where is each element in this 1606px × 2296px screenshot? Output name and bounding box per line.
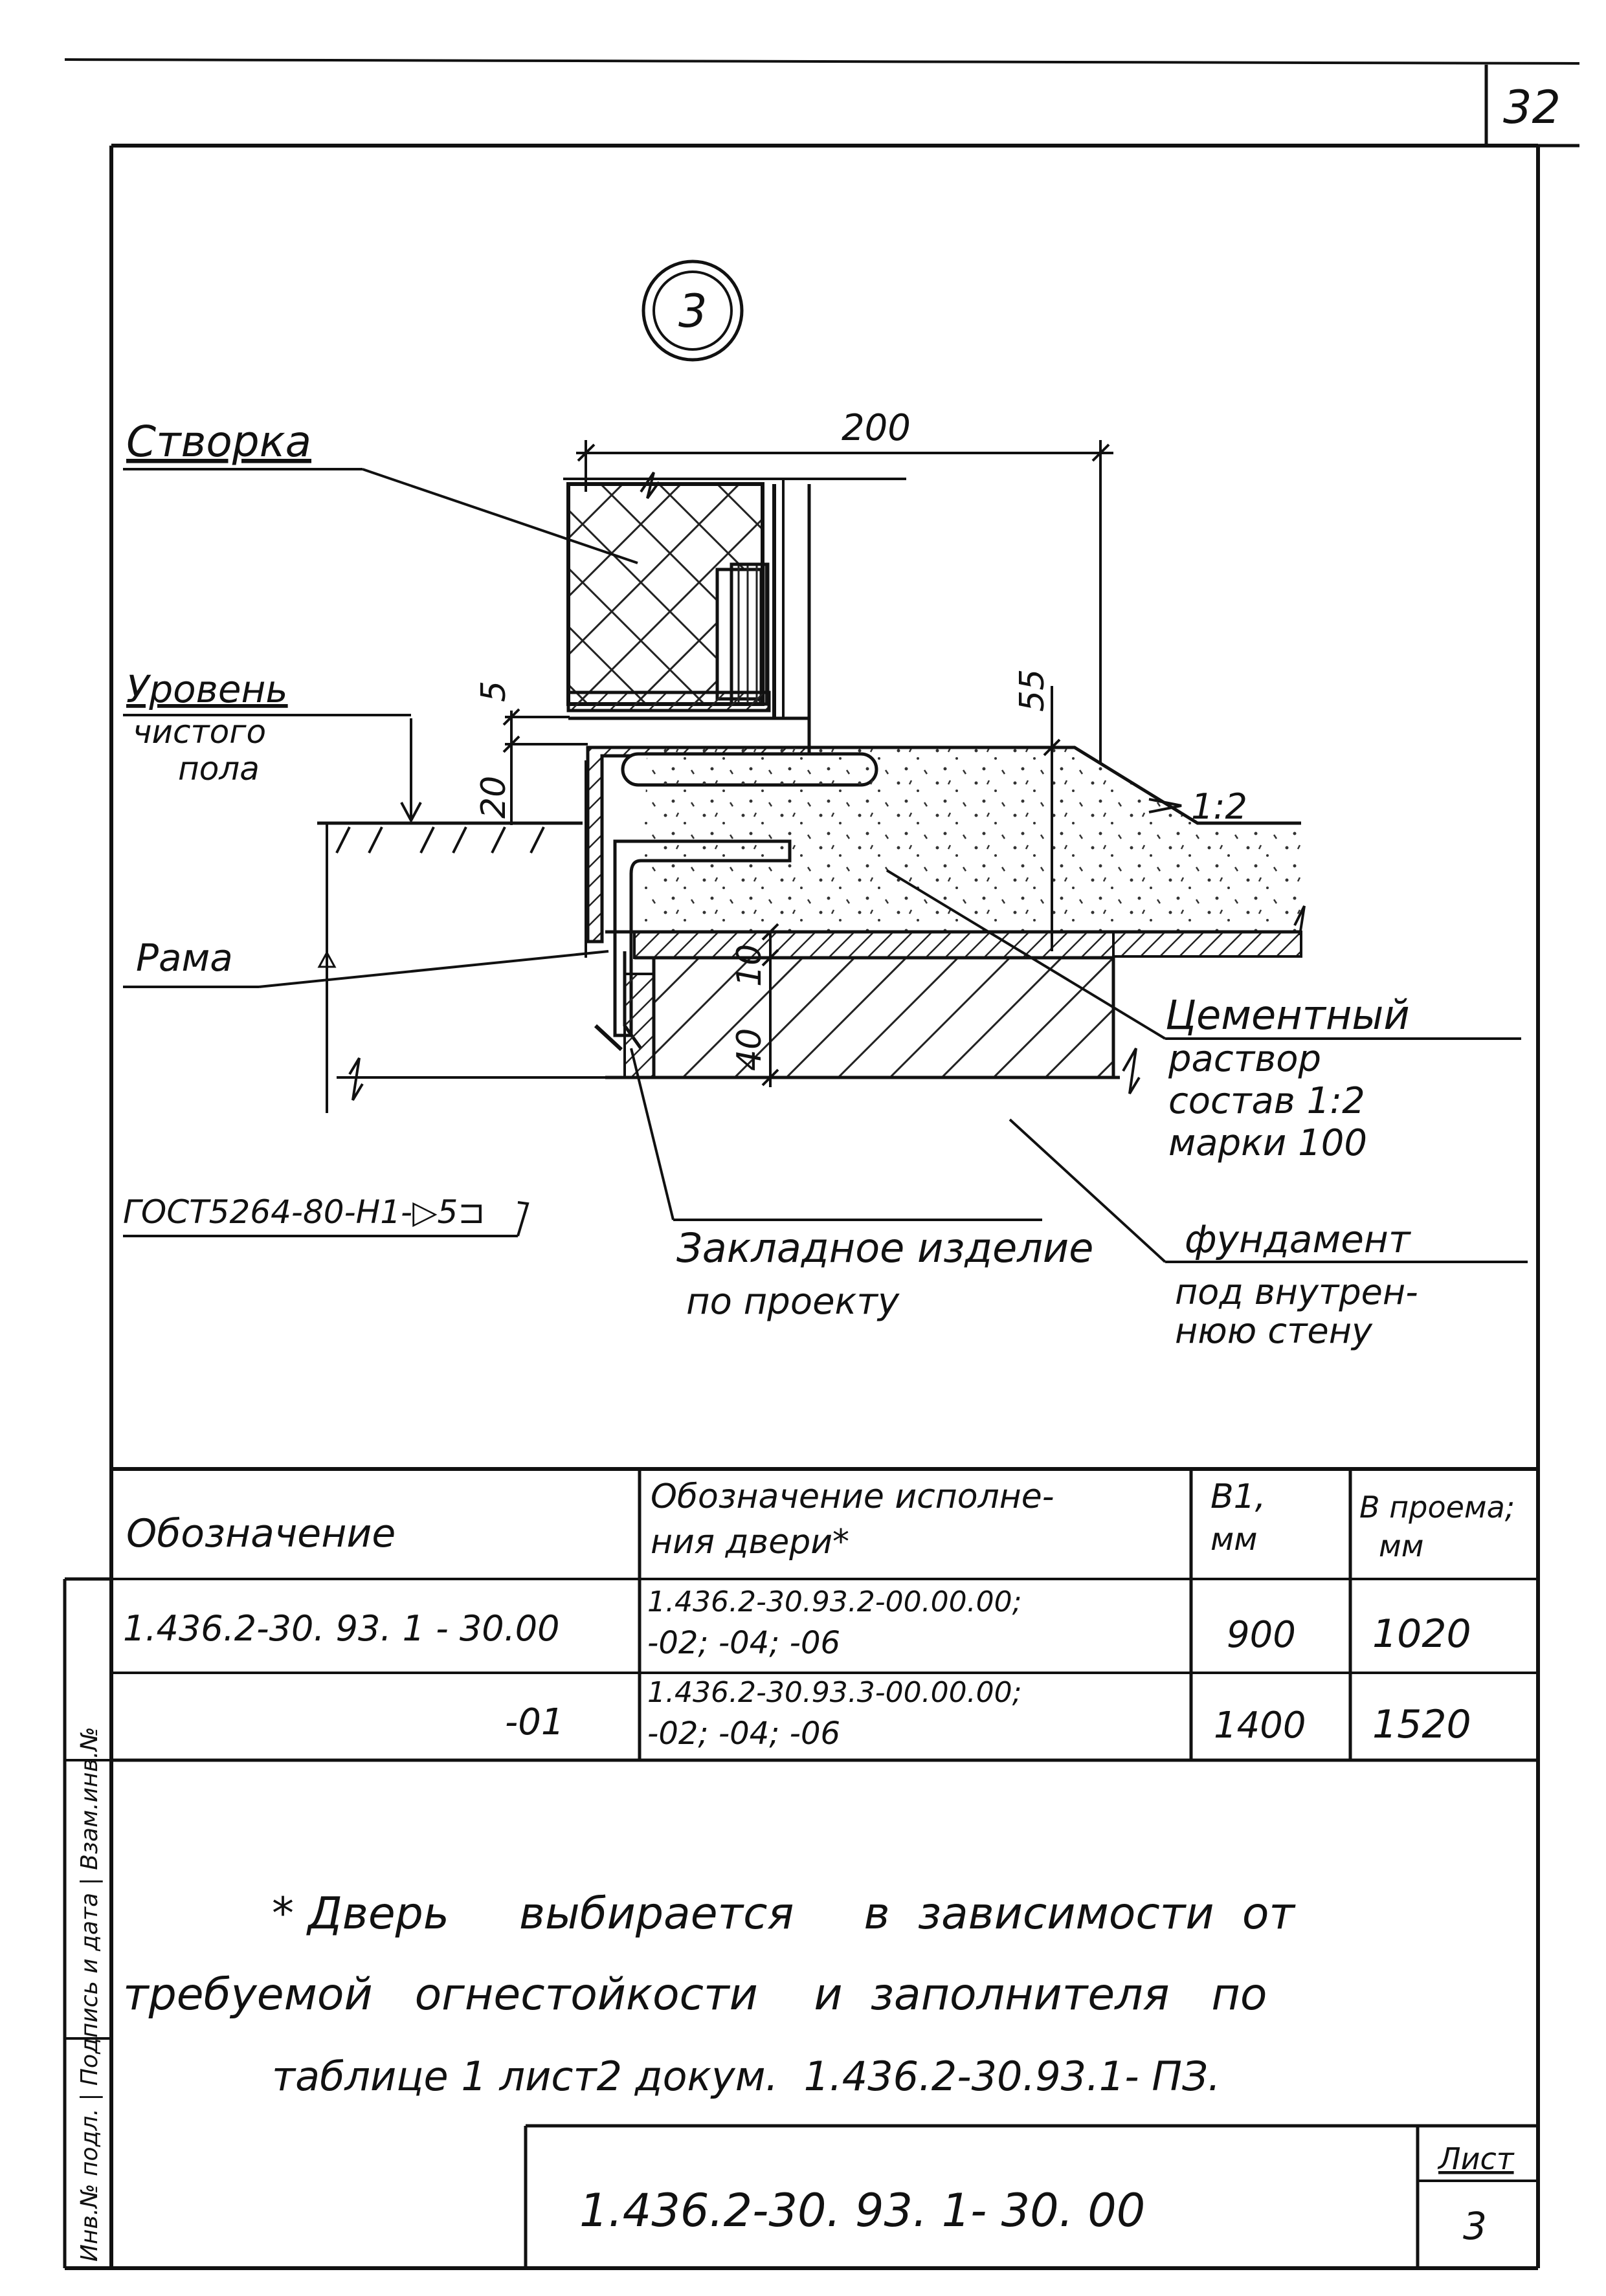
row2-variant-1: 1.436.2-30.93.3-00.00.00; [647,1676,1021,1709]
foundation [605,956,1120,1079]
th-designation: Обозначение [126,1511,396,1556]
detail-marker-icon [641,259,744,362]
note-line-1: * Дверь выбирается в зависимости от [272,1888,1296,1939]
page-number: 32 [1503,81,1561,134]
label-cement-4: марки 100 [1168,1122,1367,1164]
row2-b1: 1400 [1214,1705,1306,1747]
dim-height: 55 [1013,669,1052,712]
label-rama: Рама [136,936,233,980]
drawing-labels: 32 3 Створка Уровень чистого пола Рама 2… [76,81,1561,2262]
frame [63,58,1580,2270]
row1-opening: 1020 [1372,1611,1471,1657]
list-number: 3 [1463,2204,1487,2248]
list-label: Лист [1437,2141,1515,2176]
note-line-3: таблице 1 лист2 докум. 1.436.2-30.93.1- … [272,2053,1220,2100]
row1-variant-2: -02; -04; -06 [647,1625,840,1661]
row2-variant-2: -02; -04; -06 [647,1716,840,1752]
row1-designation: 1.436.2-30. 93. 1 - 30.00 [123,1608,559,1649]
row2-designation: -01 [505,1701,564,1743]
row1-variant-1: 1.436.2-30.93.2-00.00.00; [647,1585,1021,1618]
floor-level [123,714,605,1113]
side-strip-label: Инв.№ подл. | Подпись и дата | Взам.инв.… [76,1727,103,2262]
th-b1-1: В1, [1210,1477,1266,1516]
label-gost: ГОСТ5264-80-Н1-▷5⊐ [123,1193,485,1231]
label-fundament-2: под внутрен- [1175,1272,1418,1312]
th-b1-2: мм [1210,1521,1257,1558]
dim-gap: 5 [474,681,513,702]
label-uroven: Уровень [126,667,288,711]
label-cement-2: раствор [1168,1038,1321,1080]
label-fundament-1: фундамент [1185,1217,1412,1261]
th-opening-2: мм [1379,1529,1423,1563]
label-fundament-3: нюю стену [1175,1310,1373,1351]
dimension-lines [502,440,1113,1087]
dim-layer: 10 [730,944,769,987]
note-line-2: требуемой огнестойкости и заполнителя по [123,1969,1267,2020]
label-cement-1: Цементный [1165,991,1410,1039]
dim-embed: 40 [730,1028,769,1071]
label-zakladnoe-2: по проекту [686,1281,900,1323]
row1-b1: 900 [1227,1614,1296,1656]
dim-width: 200 [842,407,911,449]
th-opening-1: В проема; [1359,1490,1515,1525]
label-stvorka: Створка [126,417,311,467]
th-variant-2: ния двери* [651,1523,849,1562]
cement-screed [605,745,1302,1068]
row2-opening: 1520 [1372,1702,1471,1747]
th-variant-1: Обозначение исполне- [651,1477,1054,1516]
doc-code: 1.436.2-30. 93. 1- 30. 00 [579,2184,1145,2237]
leader-lines [123,468,1528,1263]
label-pola: пола [178,750,260,788]
label-chistogo: чистого [133,713,266,751]
label-zakladnoe-1: Закладное изделие [676,1224,1093,1272]
door-leaf [563,478,906,754]
detail-marker-number: 3 [678,285,708,338]
dim-step: 20 [474,776,513,819]
slope-label: 1:2 [1191,786,1247,827]
label-cement-3: состав 1:2 [1168,1080,1365,1122]
